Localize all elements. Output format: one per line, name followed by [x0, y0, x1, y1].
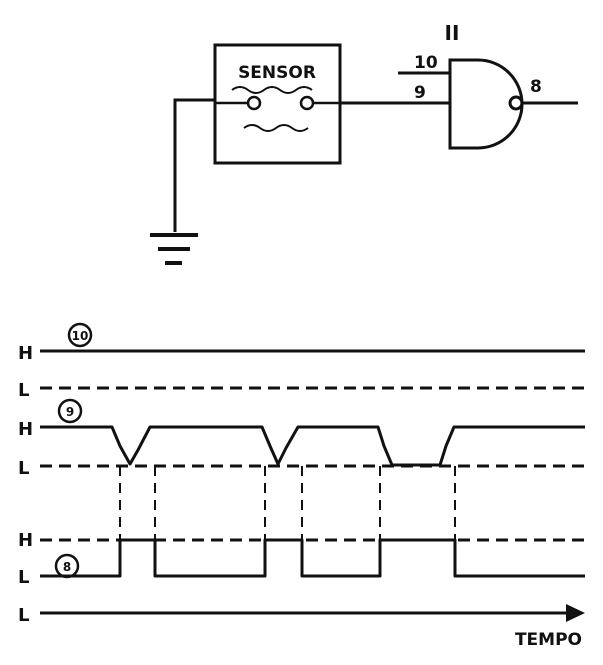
- ground-symbol-icon: [150, 233, 198, 265]
- trace-8-pin-marker: 8: [54, 553, 80, 579]
- trace-9-low-label: L: [18, 458, 29, 479]
- trace-8-waveform: [40, 538, 585, 578]
- trace-9-high-label: H: [18, 419, 33, 440]
- time-axis-arrow-icon: [566, 604, 585, 622]
- trace-10-pin-label: 10: [72, 329, 89, 343]
- pin-9-label: 9: [414, 83, 426, 103]
- ground-wire: [173, 98, 215, 232]
- trace-10-pin-marker: 10: [67, 322, 93, 348]
- time-axis-label: TEMPO: [515, 630, 582, 650]
- transition-guides: [119, 466, 456, 540]
- trace-8-low-label: L: [18, 567, 29, 588]
- trace-9-waveform: [40, 425, 585, 467]
- moisture-wave-icon: [231, 86, 313, 94]
- axis-level-label: L: [18, 605, 29, 626]
- trace-10-low-label: L: [18, 380, 29, 401]
- trace-10-high-label: H: [18, 343, 33, 364]
- sensor-terminal-left: [246, 95, 262, 111]
- pin-8-label: 8: [530, 77, 542, 97]
- sensor-label: SENSOR: [238, 63, 316, 83]
- circuit-schematic: SENSOR II 10 9 8: [150, 21, 578, 265]
- pin-10-label: 10: [414, 53, 438, 73]
- trace-9-pin-label: 9: [66, 405, 74, 419]
- nand-gate: [448, 58, 524, 150]
- trace-8-pin-label: 8: [63, 560, 71, 574]
- gate-label: II: [445, 21, 460, 45]
- sensor-box: SENSOR: [213, 43, 342, 165]
- moisture-wave-icon: [243, 124, 309, 132]
- trace-8-high-label: H: [18, 530, 33, 551]
- sensor-terminal-right: [299, 95, 315, 111]
- nand-inversion-bubble: [508, 95, 524, 111]
- timing-diagram: H L 10 H L 9 H L 8: [18, 322, 585, 650]
- trace-9-pin-marker: 9: [57, 398, 83, 424]
